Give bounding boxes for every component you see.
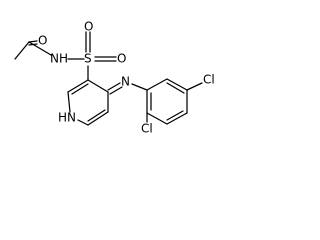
atom-amide-nitrogen: N bbox=[50, 52, 59, 66]
atom-amide-hydrogen: H bbox=[59, 52, 68, 66]
atom-chlorine-top: Cl bbox=[203, 73, 215, 87]
atom-sulfur: S bbox=[84, 52, 92, 66]
atom-labels: O N H S O O N HN Cl Cl bbox=[38, 20, 215, 136]
chemical-structure-diagram: O N H S O O N HN Cl Cl bbox=[14, 20, 215, 136]
atom-sulfonyl-oxygen-right: O bbox=[117, 52, 126, 66]
bond-ring-c2-c3-b bbox=[71, 83, 89, 95]
bond-ring-n-c2 bbox=[67, 91, 71, 113]
bond-aryl-cl-top bbox=[186, 82, 203, 91]
bond-ring-c5-c6-b bbox=[87, 109, 106, 122]
bond-c4-n-a bbox=[107, 82, 121, 91]
bond-methyl-carbonyl bbox=[14, 41, 30, 60]
bond-aryl-2-3-b bbox=[166, 82, 185, 94]
atom-acetyl-oxygen: O bbox=[38, 34, 47, 48]
bond-ring-c5-c6-a bbox=[87, 111, 109, 126]
bond-aryl-4-5-b bbox=[166, 110, 184, 121]
bond-ring-c6-n bbox=[77, 119, 89, 126]
bond-aryl-5-6 bbox=[146, 112, 168, 125]
bond-aryl-2-3-a bbox=[166, 78, 188, 91]
atom-ring-nh: HN bbox=[58, 111, 76, 125]
bond-c4-n-b bbox=[109, 86, 123, 95]
bond-ring-c2-c3-a bbox=[67, 79, 89, 93]
bonds bbox=[14, 31, 203, 126]
bond-ring-c3-c4 bbox=[87, 79, 109, 93]
bond-carbonyl-n bbox=[28, 41, 52, 56]
bond-n-aryl bbox=[131, 83, 148, 91]
bond-aryl-4-5-a bbox=[166, 112, 188, 125]
bond-carbonyl-o-1 bbox=[28, 40, 38, 43]
atom-chlorine-bottom: Cl bbox=[141, 122, 153, 136]
atom-imine-nitrogen: N bbox=[121, 75, 130, 89]
atom-sulfonyl-oxygen-top: O bbox=[84, 20, 93, 34]
bond-aryl-1-2 bbox=[146, 78, 168, 91]
